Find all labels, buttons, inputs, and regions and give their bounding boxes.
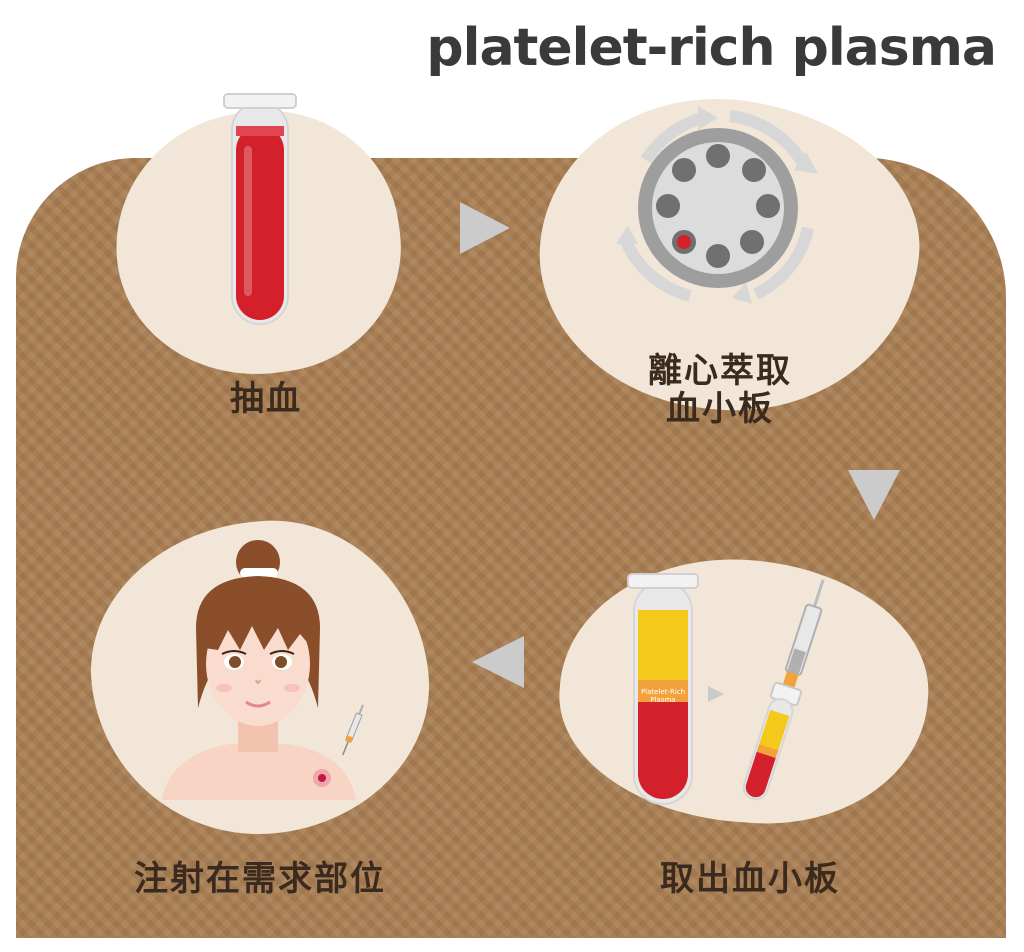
step2-label-line2: 血小板 [666,389,774,429]
blood-tube-icon [223,93,297,325]
small-arrow-icon [708,686,724,702]
step2-label-line1: 離心萃取 [648,351,792,391]
prp-tube-text-line1: Platelet-Rich [641,688,685,696]
syringe-icon [742,579,825,801]
woman-injection-icon [162,540,364,800]
step2-label: 離心萃取 血小板 [600,352,840,428]
step4-label: 注射在需求部位 [134,859,386,899]
arrow-right-icon [460,202,510,254]
arrow-left-icon [472,636,524,688]
centrifuge-icon [616,106,818,304]
step3-label: 取出血小板 [660,859,840,899]
prp-tube-icon: Platelet-Rich Plasma [627,573,699,805]
step1-label: 抽血 [230,379,302,419]
prp-tube-text-line2: Plasma [650,696,675,704]
diagram-title: platelet-rich plasma [426,18,997,78]
arrow-down-icon [848,470,900,520]
